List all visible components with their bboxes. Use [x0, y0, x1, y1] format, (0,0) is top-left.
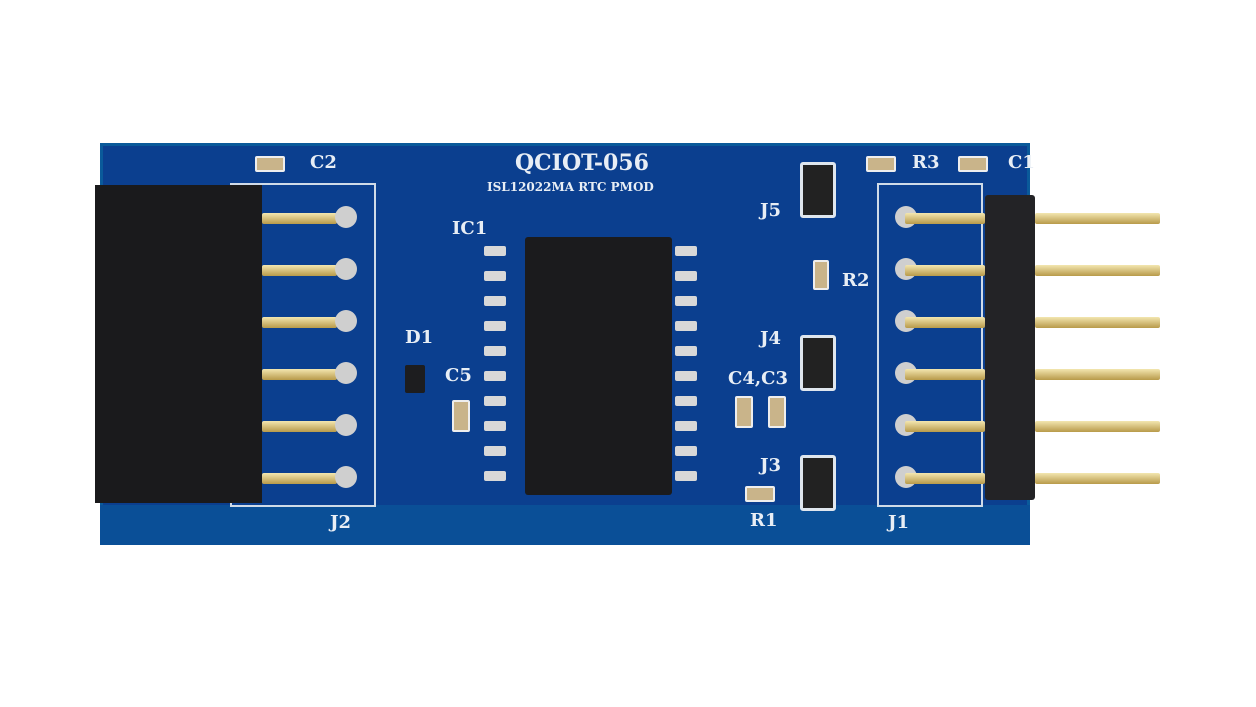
ic-pad-right: [675, 371, 697, 381]
ic-pad-left: [484, 421, 506, 431]
ic-pad-left: [484, 446, 506, 456]
ic-pad-left: [484, 396, 506, 406]
capacitor-c4: [735, 396, 753, 428]
j1-pin: [905, 369, 985, 380]
ic-pad-left: [484, 471, 506, 481]
label-r2: R2: [842, 270, 870, 291]
j2-pad: [335, 258, 357, 280]
ic1-chip: [525, 237, 672, 495]
j2-pin: [262, 317, 337, 328]
ic-pad-right: [675, 296, 697, 306]
diode-d1: [405, 365, 425, 393]
j1-pin: [905, 213, 985, 224]
label-d1: D1: [405, 327, 434, 348]
j2-pad: [335, 466, 357, 488]
label-c5: C5: [445, 365, 472, 386]
label-r3: R3: [912, 152, 940, 173]
j1-pin: [905, 317, 985, 328]
capacitor-c3: [768, 396, 786, 428]
resistor-r1: [745, 486, 775, 502]
j1-outline: [877, 183, 983, 507]
jumper-j5: [800, 162, 836, 218]
board-subtitle: ISL12022MA RTC PMOD: [487, 180, 654, 194]
label-ic1: IC1: [452, 218, 488, 239]
male-header-j1: [985, 195, 1035, 500]
j2-pad: [335, 362, 357, 384]
capacitor-c5: [452, 400, 470, 432]
ic-pad-left: [484, 371, 506, 381]
label-c2: C2: [310, 152, 337, 173]
j2-pin: [262, 421, 337, 432]
ic-pad-left: [484, 246, 506, 256]
resistor-r3: [866, 156, 896, 172]
resistor-r2: [813, 260, 829, 290]
ic-pad-left: [484, 296, 506, 306]
jumper-j4: [800, 335, 836, 391]
ic-pad-left: [484, 321, 506, 331]
jumper-j3: [800, 455, 836, 511]
j2-pad: [335, 414, 357, 436]
ic-pad-right: [675, 396, 697, 406]
female-header-j2: [95, 185, 262, 503]
label-j3: J3: [760, 455, 782, 476]
ic-pad-right: [675, 346, 697, 356]
ic-pad-right: [675, 246, 697, 256]
j1-pin-out: [1035, 265, 1160, 276]
j1-pin-out: [1035, 213, 1160, 224]
capacitor-c1: [958, 156, 988, 172]
ic-pad-right: [675, 421, 697, 431]
ic-pad-left: [484, 346, 506, 356]
j1-pin-out: [1035, 421, 1160, 432]
ic-pad-right: [675, 446, 697, 456]
j2-pin: [262, 369, 337, 380]
ic-pad-left: [484, 271, 506, 281]
j2-pad: [335, 206, 357, 228]
capacitor-c2: [255, 156, 285, 172]
label-c4-c3: C4,C3: [728, 368, 788, 389]
label-j4: J4: [760, 328, 782, 349]
ic-pad-right: [675, 321, 697, 331]
j1-pin: [905, 421, 985, 432]
label-j2: J2: [330, 512, 352, 533]
pcb-edge: [100, 505, 1030, 545]
label-j5: J5: [760, 200, 782, 221]
j2-pad: [335, 310, 357, 332]
j2-pin: [262, 473, 337, 484]
board-title: QCIOT-056: [515, 150, 649, 176]
j1-pin-out: [1035, 473, 1160, 484]
j2-pin: [262, 213, 337, 224]
j1-pin: [905, 265, 985, 276]
j1-pin-out: [1035, 317, 1160, 328]
label-j1: J1: [888, 512, 910, 533]
j1-pin: [905, 473, 985, 484]
label-c1: C1: [1008, 152, 1035, 173]
ic-pad-right: [675, 271, 697, 281]
ic-pad-right: [675, 471, 697, 481]
j1-pin-out: [1035, 369, 1160, 380]
label-r1: R1: [750, 510, 778, 531]
j2-pin: [262, 265, 337, 276]
